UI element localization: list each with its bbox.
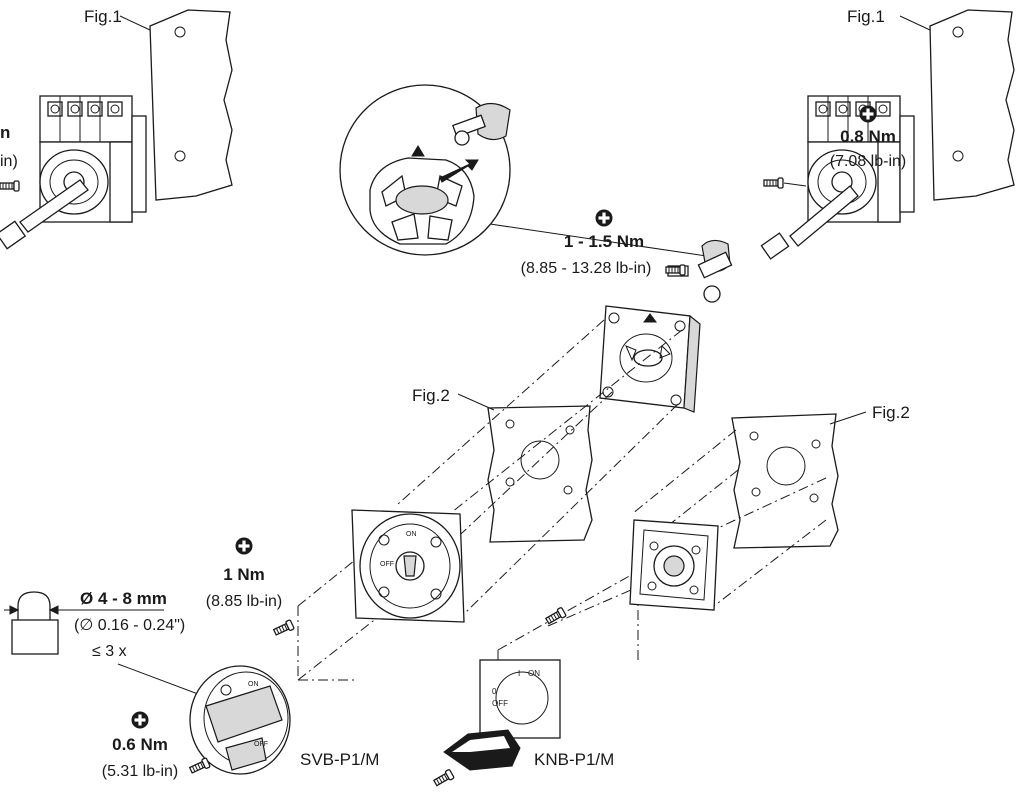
coupling-plug — [475, 102, 511, 141]
knb-off-zero: 0 — [492, 687, 497, 696]
fig2-left-label: Fig.2 — [412, 386, 450, 405]
screw-icon — [665, 264, 686, 276]
handle-off-mark: OFF — [254, 741, 268, 748]
screw-icon — [272, 619, 295, 638]
torque-coupling-lbin: (8.85 - 13.28 lb-in) — [521, 260, 652, 277]
knb-faceplate: I ON 0 OFF KNB-P1/M — [432, 659, 614, 788]
mounting-plate — [599, 305, 701, 413]
shaft-tip-right — [760, 232, 790, 260]
svb-housing: ON OFF — [351, 509, 465, 623]
handle-on-mark: ON — [248, 681, 259, 688]
alignment-lines — [297, 319, 827, 681]
torque-handle-lbin: (5.31 lb-in) — [102, 763, 178, 780]
shaft-right — [789, 185, 859, 247]
padlock-diameter-mm: Ø 4 - 8 mm — [80, 589, 167, 608]
phillips-screwdriver-icon — [131, 711, 149, 729]
door-panel-left — [149, 9, 233, 201]
torque-handle-nm: 0.6 Nm — [112, 735, 168, 754]
padlock-spec: Ø 4 - 8 mm (∅ 0.16 - 0.24") ≤ 3 x — [4, 589, 215, 701]
phillips-screwdriver-icon — [595, 209, 613, 227]
torque-left-lbin: in) — [0, 153, 18, 170]
coupling-adapter: 1 - 1.5 Nm (8.85 - 13.28 lb-in) — [521, 209, 733, 303]
phillips-screwdriver-icon — [235, 537, 253, 555]
torque-svb-lbin: (8.85 lb-in) — [206, 593, 282, 610]
fig1-right-label: Fig.1 — [847, 7, 885, 26]
svb-off-mark: OFF — [380, 561, 394, 568]
detail-leader — [489, 223, 721, 259]
door-hole — [174, 150, 186, 162]
padlock-shackle — [17, 591, 51, 620]
detail-magnifier — [339, 84, 721, 259]
coupling-key — [395, 185, 449, 215]
screw-icon — [432, 768, 455, 788]
shaft-left — [19, 179, 89, 233]
torque-right-nm: 0.8 Nm — [840, 127, 896, 146]
top-right-assembly: Fig.1 0.8 Nm (7.08 lb-in) — [760, 7, 1015, 260]
padlock-icon — [11, 619, 59, 655]
knb-on-roman: I — [518, 669, 520, 678]
arrow-icon — [439, 159, 479, 183]
top-left-assembly: Fig.1 n in) — [0, 7, 233, 250]
padlock-diameter-in: (∅ 0.16 - 0.24") — [74, 617, 185, 634]
torque-svb-nm: 1 Nm — [223, 565, 265, 584]
torque-coupling-nm: 1 - 1.5 Nm — [564, 232, 644, 251]
svb-handle: ON OFF 0.6 Nm (5.31 lb-in) SVB-P1/M — [102, 665, 379, 780]
screw-icon — [763, 177, 784, 189]
knb-housing — [544, 519, 719, 626]
door-hole — [952, 26, 964, 38]
door-panel-fig2-right: Fig.2 — [731, 403, 910, 549]
shaft-tip-left — [0, 220, 27, 250]
door-panel-right — [929, 9, 1015, 201]
fig2-right-label: Fig.2 — [872, 403, 910, 422]
screw-icon — [188, 757, 211, 776]
torque-right-lbin: (7.08 lb-in) — [830, 153, 906, 170]
phillips-screwdriver-icon — [859, 105, 877, 123]
torque-left-nm: n — [0, 123, 10, 142]
model-svb-label: SVB-P1/M — [300, 750, 379, 769]
fig1-left-label: Fig.1 — [84, 7, 122, 26]
door-hole — [952, 150, 964, 162]
screw-icon — [0, 180, 20, 192]
model-knb-label: KNB-P1/M — [534, 750, 614, 769]
knb-on-mark: ON — [528, 669, 540, 678]
door-hole — [174, 26, 186, 38]
door-panel-fig2-left: Fig.2 — [412, 386, 593, 543]
knb-off-mark: OFF — [492, 699, 508, 708]
svb-on-mark: ON — [406, 531, 417, 538]
svb-mount-torque: 1 Nm (8.85 lb-in) — [206, 537, 295, 638]
padlock-count: ≤ 3 x — [92, 643, 127, 660]
